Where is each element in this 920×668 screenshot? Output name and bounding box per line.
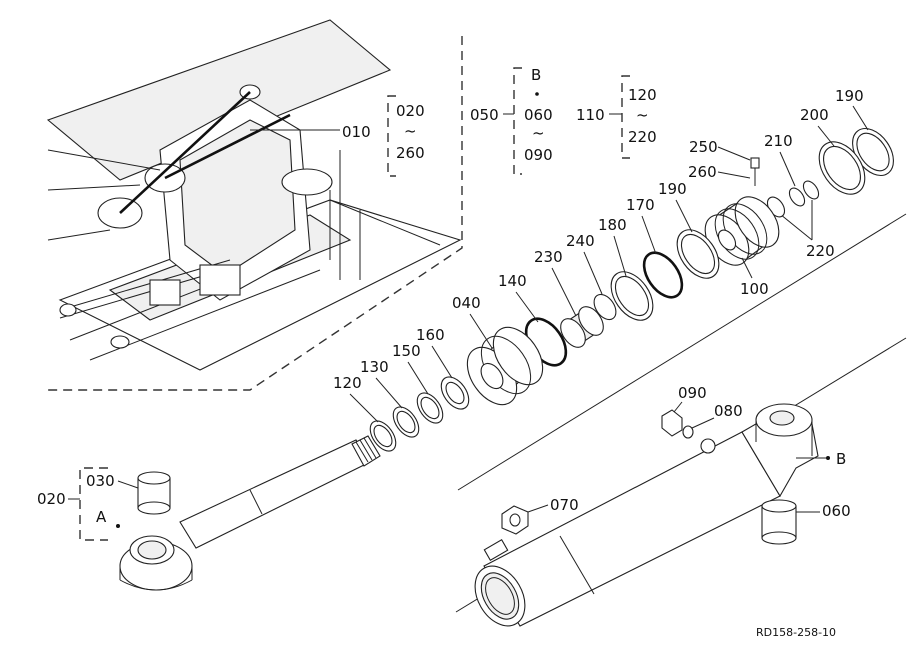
label-260-top: 260: [396, 144, 425, 162]
label-260-mid: 260: [688, 163, 717, 181]
label-200: 200: [800, 106, 829, 124]
part-130-ring: [392, 406, 420, 438]
divider-line: [457, 213, 907, 491]
label-230: 230: [534, 248, 563, 266]
part-150-ring: [416, 392, 444, 424]
label-100: 100: [740, 280, 769, 298]
part-230-bushing: [560, 306, 604, 348]
label-150: 150: [392, 342, 421, 360]
label-190-right: 190: [835, 87, 864, 105]
label-250: 250: [689, 138, 718, 156]
part-250-bolt: [750, 157, 760, 169]
label-A: A: [96, 508, 107, 526]
label-110: 110: [576, 106, 605, 124]
part-220-ring-b: [788, 187, 806, 207]
label-B-low: B: [836, 450, 846, 468]
label-240: 240: [566, 232, 595, 250]
part-180-ring: [610, 271, 654, 321]
label-B-top: B: [531, 66, 541, 84]
part-080-oring: [682, 425, 694, 439]
label-180: 180: [598, 216, 627, 234]
dot-marker-A: [116, 524, 120, 528]
label-130: 130: [360, 358, 389, 376]
label-070: 070: [550, 496, 579, 514]
part-070-nut: [501, 505, 529, 535]
label-060-top: 060: [524, 106, 553, 124]
part-190-ring-right: [852, 128, 894, 176]
label-220-mid: 220: [806, 242, 835, 260]
label-010: 010: [342, 123, 371, 141]
label-160: 160: [416, 326, 445, 344]
label-050: 050: [470, 106, 499, 124]
label-020-low: 020: [37, 490, 66, 508]
part-piston-rod: [119, 435, 381, 591]
part-220-ring-a: [802, 180, 820, 200]
label-090-top: 090: [524, 146, 553, 164]
label-020-top: 020: [396, 102, 425, 120]
part-090-plug: [661, 409, 683, 437]
drawing-code: RD158-258-10: [756, 626, 836, 639]
dot-marker-B: [826, 456, 830, 460]
part-cylinder-tube: [474, 403, 819, 627]
part-170-oring: [642, 251, 684, 299]
part-120-ring: [369, 420, 397, 452]
inset-tractor-frame: [46, 19, 463, 391]
label-190-mid: 190: [658, 180, 687, 198]
part-060-bushing: [761, 499, 797, 545]
part-200-ring: [818, 141, 866, 195]
label-120-top: 120: [628, 86, 657, 104]
label-080: 080: [714, 402, 743, 420]
part-190-ring-mid: [676, 229, 720, 279]
inset-border: [46, 36, 463, 391]
part-160-ring: [440, 376, 470, 410]
label-170: 170: [626, 196, 655, 214]
label-040: 040: [452, 294, 481, 312]
dot-marker-top: [535, 92, 539, 96]
tilde-2: ~: [532, 124, 545, 142]
part-040-gland: [466, 326, 544, 406]
label-060-low: 060: [822, 502, 851, 520]
label-210: 210: [764, 132, 793, 150]
tilde-1: ~: [404, 122, 417, 140]
part-030-bushing: [137, 471, 171, 515]
label-090-low: 090: [678, 384, 707, 402]
label-220-top: 220: [628, 128, 657, 146]
tilde-3: ~: [636, 106, 649, 124]
label-120-low: 120: [333, 374, 362, 392]
part-240-ring: [593, 293, 617, 321]
label-030: 030: [86, 472, 115, 490]
label-140: 140: [498, 272, 527, 290]
